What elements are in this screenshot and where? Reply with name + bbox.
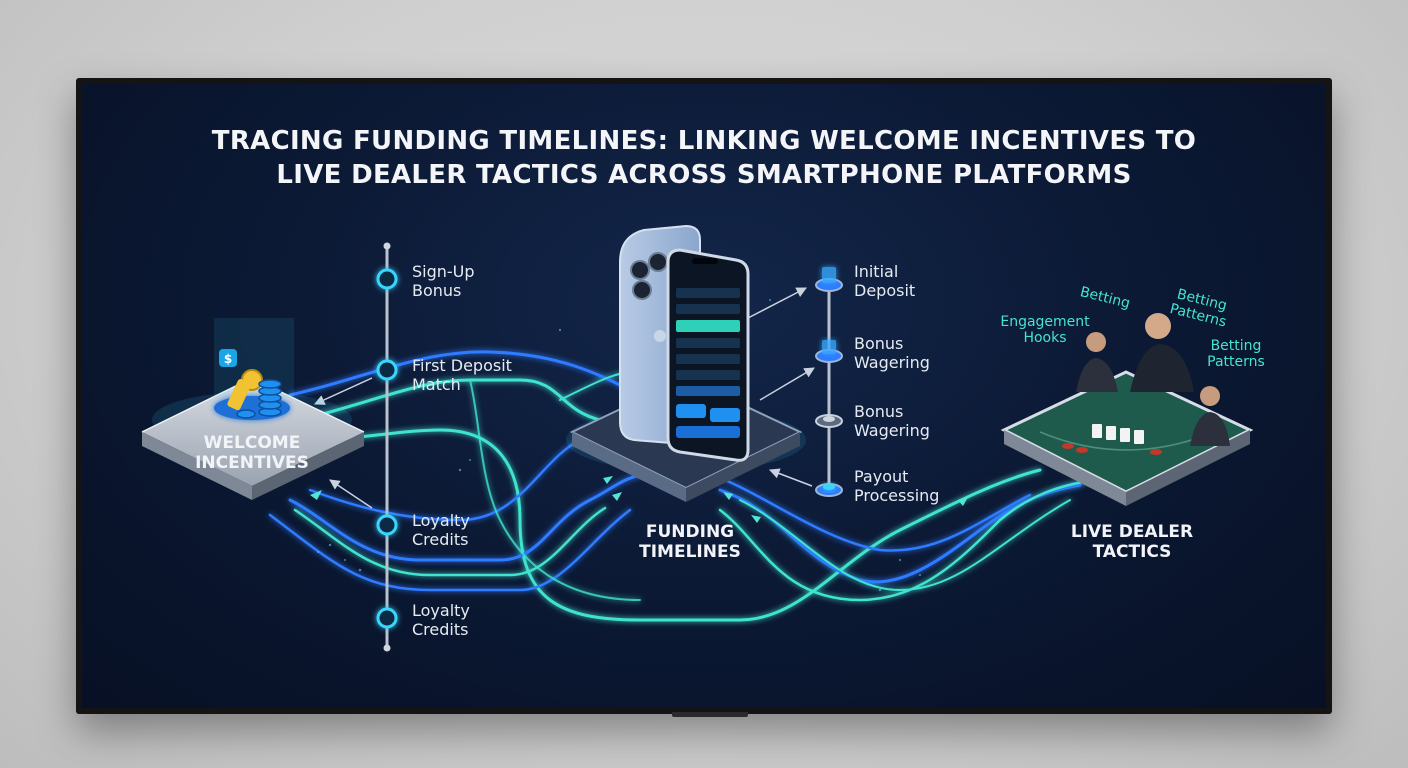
funding-label-line2: TIMELINES [610,542,770,562]
left-label-1-line1: Sign-Up [412,262,475,281]
left-label-4-line2: Credits [412,620,470,639]
left-label-4-line1: Loyalty [412,601,470,620]
arrow-from-payout [770,470,812,486]
page-title-line-1: TRACING FUNDING TIMELINES: LINKING WELCO… [0,126,1408,156]
patterns-right-line1: Betting [1196,338,1276,354]
left-label-sign-up-bonus: Sign-Up Bonus [412,262,475,300]
arrow-to-bonus-wagering [760,368,814,400]
right-timeline-node-3 [816,415,842,427]
left-label-loyalty-credits-1: Loyalty Credits [412,511,470,549]
smartphone-icon [620,226,748,460]
live-dealer-tactics-label: LIVE DEALER TACTICS [1052,522,1212,562]
funding-timelines-label: FUNDING TIMELINES [610,522,770,562]
right-timeline-node-1 [816,267,842,291]
welcome-label-line2: INCENTIVES [172,453,332,473]
right-label-bonus-wagering-2: Bonus Wagering [854,402,930,440]
right-label-3-line2: Wagering [854,421,930,440]
betting-patterns-right-label: Betting Patterns [1196,338,1276,370]
left-label-3-line1: Loyalty [412,511,470,530]
right-label-payout-processing: Payout Processing [854,467,939,505]
left-label-first-deposit-match: First Deposit Match [412,356,512,394]
engagement-line1: Engagement [990,314,1100,330]
left-timeline-node-3 [378,516,396,534]
left-label-loyalty-credits-2: Loyalty Credits [412,601,470,639]
welcome-label-line1: WELCOME [172,433,332,453]
patterns-right-line2: Patterns [1196,354,1276,370]
right-label-1-line2: Deposit [854,281,915,300]
right-label-bonus-wagering-1: Bonus Wagering [854,334,930,372]
left-timeline-node-4 [378,609,396,627]
live-label-line2: TACTICS [1052,542,1212,562]
left-timeline-node-2 [378,361,396,379]
arrow-to-initial-deposit [748,288,806,318]
engagement-hooks-label: Engagement Hooks [990,314,1100,346]
svg-text:$: $ [224,352,232,366]
right-label-2-line2: Wagering [854,353,930,372]
right-label-3-line1: Bonus [854,402,930,421]
right-label-initial-deposit: Initial Deposit [854,262,915,300]
live-label-line1: LIVE DEALER [1052,522,1212,542]
page-title-line-2: LIVE DEALER TACTICS ACROSS SMARTPHONE PL… [0,160,1408,190]
right-label-4-line2: Processing [854,486,939,505]
funding-label-line1: FUNDING [610,522,770,542]
engagement-line2: Hooks [990,330,1100,346]
right-timeline-node-2 [816,340,842,362]
right-timeline-node-4 [816,484,842,496]
left-label-2-line2: Match [412,375,512,394]
left-label-3-line2: Credits [412,530,470,549]
right-label-4-line1: Payout [854,467,939,486]
left-timeline-node-1 [378,270,396,288]
right-label-1-line1: Initial [854,262,915,281]
key-coins-icon: $ [214,318,294,420]
dealer-figure [1130,313,1194,392]
left-label-2-line1: First Deposit [412,356,512,375]
left-label-1-line2: Bonus [412,281,475,300]
right-label-2-line1: Bonus [854,334,930,353]
welcome-incentives-label: WELCOME INCENTIVES [172,433,332,473]
